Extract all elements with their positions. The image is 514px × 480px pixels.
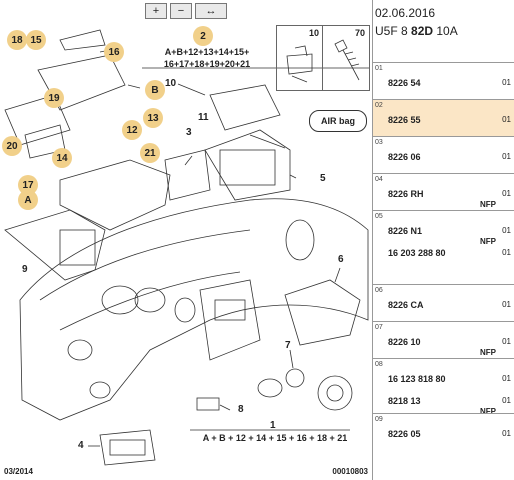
model-suffix: 10A <box>433 24 458 38</box>
part-quantity: 01 <box>502 374 511 383</box>
callout-b[interactable]: B <box>145 80 165 100</box>
row-index: 08 <box>375 361 383 368</box>
airbag-label: AIR bag <box>309 110 367 132</box>
callout-7[interactable]: 7 <box>285 340 291 351</box>
part-quantity: 01 <box>502 226 511 235</box>
zoom-out-button[interactable]: − <box>170 3 192 19</box>
callout-12[interactable]: 12 <box>122 120 142 140</box>
header-date: 02.06.2016 <box>375 6 436 20</box>
nfp-flag: NFP <box>480 407 496 416</box>
part-quantity: 01 <box>502 429 511 438</box>
assembly-formula-bottom: A + B + 12 + 14 + 15 + 16 + 18 + 21 <box>202 433 348 443</box>
part-reference[interactable]: 8226 RH <box>388 189 424 199</box>
callout-21[interactable]: 21 <box>140 143 160 163</box>
callout-9[interactable]: 9 <box>22 264 28 275</box>
callout-14[interactable]: 14 <box>52 148 72 168</box>
part-reference[interactable]: 8226 06 <box>388 152 421 162</box>
parts-row[interactable]: 09 8226 05 01 <box>373 413 514 450</box>
fastener-clip-number: 10 <box>308 28 319 38</box>
parts-row[interactable]: 03 8226 06 01 <box>373 136 514 173</box>
callout-16[interactable]: 16 <box>104 42 124 62</box>
part-reference[interactable]: 16 203 288 80 <box>388 248 446 258</box>
fastener-screw-cell: 70 <box>323 26 368 90</box>
part-reference[interactable]: 8226 05 <box>388 429 421 439</box>
part-reference[interactable]: 8226 10 <box>388 337 421 347</box>
row-index: 01 <box>375 65 383 72</box>
nfp-flag: NFP <box>480 200 496 209</box>
callout-3[interactable]: 3 <box>186 127 192 138</box>
row-index: 05 <box>375 213 383 220</box>
row-index: 09 <box>375 416 383 423</box>
callout-a[interactable]: A <box>18 190 38 210</box>
callout-6[interactable]: 6 <box>338 254 344 265</box>
callout-4[interactable]: 4 <box>78 440 84 451</box>
nfp-flag: NFP <box>480 237 496 246</box>
formula-top-line-1: A+B+12+13+14+15+ <box>164 47 250 57</box>
row-index: 04 <box>375 176 383 183</box>
part-quantity: 01 <box>502 189 511 198</box>
part-reference[interactable]: 8218 13 <box>388 396 421 406</box>
callout-18[interactable]: 18 <box>7 30 27 50</box>
row-index: 06 <box>375 287 383 294</box>
model-code: 82D <box>411 24 434 38</box>
fastener-clip-cell: 10 <box>277 26 323 90</box>
model-prefix: U5F 8 <box>375 24 412 38</box>
parts-panel: 02.06.2016 U5F 8 82D 10A 01 8226 54 01 02 82… <box>373 0 514 480</box>
row-index: 07 <box>375 324 383 331</box>
parts-row[interactable]: 01 8226 54 01 <box>373 62 514 99</box>
callout-13[interactable]: 13 <box>143 108 163 128</box>
part-quantity: 01 <box>502 248 511 257</box>
callout-15[interactable]: 15 <box>26 30 46 50</box>
screw-icon <box>334 39 360 81</box>
nfp-flag: NFP <box>480 348 496 357</box>
zoom-toolbar: + − ↔ <box>145 3 227 19</box>
callout-20[interactable]: 20 <box>2 136 22 156</box>
zoom-in-button[interactable]: + <box>145 3 167 19</box>
callout-11[interactable]: 11 <box>198 112 209 123</box>
part-quantity: 01 <box>502 300 511 309</box>
header-model: U5F 8 82D 10A <box>375 24 458 38</box>
callout-1[interactable]: 1 <box>270 420 276 431</box>
clip-icon <box>286 45 313 83</box>
part-quantity: 01 <box>502 115 511 124</box>
callout-2[interactable]: 2 <box>193 26 213 46</box>
part-quantity: 01 <box>502 396 511 405</box>
part-reference[interactable]: 8226 55 <box>388 115 421 125</box>
callout-19[interactable]: 19 <box>44 88 64 108</box>
parts-row[interactable]: 02 8226 55 01 <box>373 99 514 136</box>
fastener-inset: 10 70 <box>276 25 370 91</box>
part-quantity: 01 <box>502 78 511 87</box>
part-reference[interactable]: 8226 N1 <box>388 226 423 236</box>
row-index: 03 <box>375 139 383 146</box>
parts-list: 01 8226 54 01 02 8226 55 01 03 8226 06 01 04 8226 … <box>373 62 514 450</box>
parts-row[interactable]: 06 8226 CA 01 <box>373 284 514 321</box>
part-reference[interactable]: 16 123 818 80 <box>388 374 446 384</box>
part-reference[interactable]: 8226 CA <box>388 300 424 310</box>
footer-code: 00010803 <box>332 467 368 476</box>
dashboard-drawing <box>4 29 370 466</box>
footer-date: 03/2014 <box>4 467 33 476</box>
callout-5[interactable]: 5 <box>320 173 326 184</box>
callout-10[interactable]: 10 <box>165 78 177 89</box>
fastener-screw-number: 70 <box>354 28 365 38</box>
pan-tool-button[interactable]: ↔ <box>195 3 227 19</box>
formula-top-line-2: 16+17+18+19+20+21 <box>163 59 251 69</box>
exploded-parts-diagram: + − ↔ <box>2 0 373 480</box>
assembly-formula-top: A+B+12+13+14+15+ 16+17+18+19+20+21 <box>142 46 272 70</box>
part-quantity: 01 <box>502 337 511 346</box>
callout-8[interactable]: 8 <box>238 404 244 415</box>
row-index: 02 <box>375 102 383 109</box>
part-reference[interactable]: 8226 54 <box>388 78 421 88</box>
part-quantity: 01 <box>502 152 511 161</box>
